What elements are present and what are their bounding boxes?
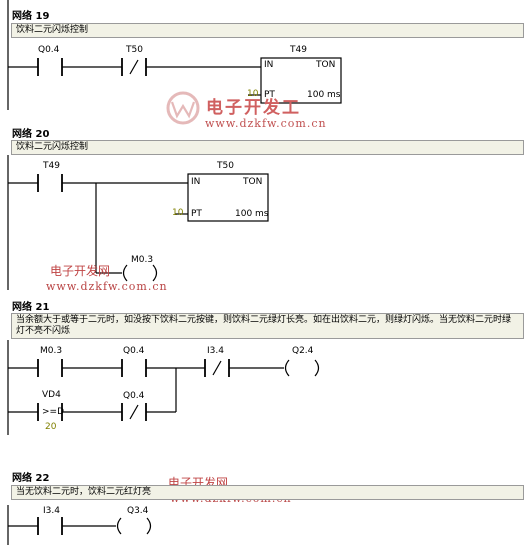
network-22-title: 网络 22 bbox=[12, 473, 50, 484]
contact-i3-4-label: I3.4 bbox=[43, 506, 60, 516]
network-20-comment[interactable]: 饮料二元闪烁控制 bbox=[11, 140, 524, 155]
coil-q3-4-label: Q3.4 bbox=[127, 506, 149, 516]
timer-preset-value: 10 bbox=[247, 89, 259, 99]
contact-i3-4-label: I3.4 bbox=[207, 346, 224, 356]
compare-vd4-label: VD4 bbox=[42, 390, 61, 400]
timer-preset-value: 10 bbox=[172, 208, 184, 218]
network-19-title: 网络 19 bbox=[12, 11, 50, 22]
watermark-logo-text: 电子开发工 bbox=[206, 98, 301, 118]
watermark-brand: 电子开发网 bbox=[50, 264, 111, 278]
timer-t50-name: T50 bbox=[217, 161, 234, 171]
contact-m0-3-label: M0.3 bbox=[40, 346, 63, 356]
network-21-comment[interactable]: 当余额大于或等于二元时，如没按下饮料二元按键，则饮料二元绿灯长亮。如在出饮料二元… bbox=[11, 313, 524, 339]
timer-in-label: IN bbox=[191, 177, 201, 187]
timer-t49-name: T49 bbox=[290, 45, 307, 55]
contact-t50-label: T50 bbox=[126, 45, 143, 55]
network-19-comment[interactable]: 饮料二元闪烁控制 bbox=[11, 23, 524, 38]
network-20-title: 网络 20 bbox=[12, 129, 50, 140]
network-22-comment[interactable]: 当无饮料二元时，饮料二元红灯亮 bbox=[11, 485, 524, 500]
coil-m0-3-label: M0.3 bbox=[131, 255, 154, 265]
compare-value: 20 bbox=[45, 422, 57, 432]
contact-q0-4-label: Q0.4 bbox=[38, 45, 60, 55]
timer-type-label: TON bbox=[316, 60, 336, 70]
watermark-logo-icon bbox=[166, 91, 200, 125]
timer-in-label: IN bbox=[264, 60, 274, 70]
watermark-url: www.dzkfw.com.cn bbox=[46, 280, 168, 293]
network-21-title: 网络 21 bbox=[12, 302, 50, 313]
watermark-logo-url: www.dzkfw.com.cn bbox=[205, 117, 327, 130]
timer-unit-label: 100 ms bbox=[235, 209, 269, 219]
timer-pt-label: PT bbox=[191, 209, 202, 219]
timer-unit-label: 100 ms bbox=[307, 90, 341, 100]
timer-pt-label: PT bbox=[264, 90, 275, 100]
compare-operator: >=D bbox=[42, 407, 65, 417]
timer-type-label: TON bbox=[243, 177, 263, 187]
contact-t49-label: T49 bbox=[43, 161, 60, 171]
coil-q2-4-label: Q2.4 bbox=[292, 346, 314, 356]
contact-q0-4-label: Q0.4 bbox=[123, 346, 145, 356]
contact-q0-4-nc-label: Q0.4 bbox=[123, 391, 145, 401]
